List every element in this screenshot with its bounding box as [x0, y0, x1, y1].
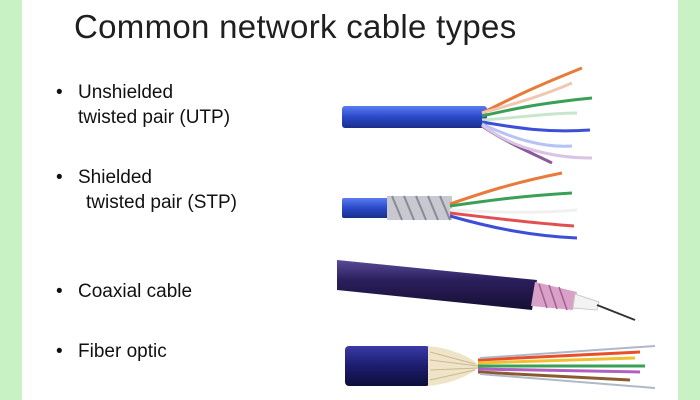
list-item-coax: • Coaxial cable [56, 279, 193, 304]
slide: Common network cable types • Unshielded … [22, 0, 678, 400]
bullet: • [56, 341, 63, 362]
utp-cable-image [342, 66, 593, 165]
item-label-line1: Shielded [78, 167, 152, 188]
item-label-line1: Fiber optic [78, 341, 167, 362]
coaxial-cable-image [337, 260, 636, 321]
list-item-stp: • Shielded twisted pair (STP) [56, 165, 237, 215]
stp-cable-image [342, 171, 578, 240]
slide-title: Common network cable types [74, 8, 517, 45]
item-label-line2: twisted pair (UTP) [78, 107, 231, 128]
item-label-line2: twisted pair (STP) [86, 192, 237, 213]
item-label-line1: Unshielded [78, 82, 174, 103]
list-item-utp: • Unshielded twisted pair (UTP) [56, 80, 231, 130]
item-label-line1: Coaxial cable [78, 281, 193, 302]
fiber-optic-cable-image [345, 345, 656, 389]
list-item-fiber: • Fiber optic [56, 339, 167, 364]
bullet: • [56, 82, 63, 103]
bullet: • [56, 281, 63, 302]
bullet: • [56, 167, 63, 188]
